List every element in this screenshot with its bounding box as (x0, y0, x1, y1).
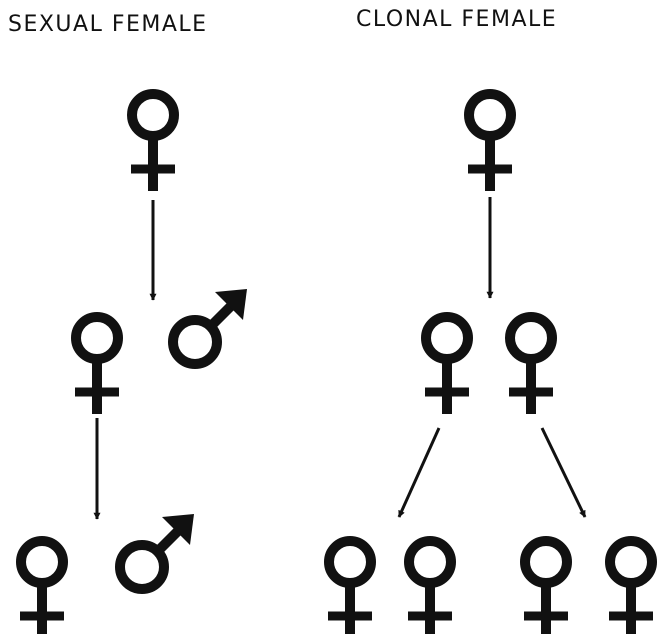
clonal-arrow-right (540, 427, 587, 518)
clonal-gen3-female-1-symbol (324, 536, 376, 634)
clonal-gen2-female-2-symbol (505, 312, 557, 414)
clonal-gen3-female-4-symbol (605, 536, 657, 634)
clonal-gen2-female-1-symbol (421, 312, 473, 414)
clonal-gen3-female-2-symbol (404, 536, 456, 634)
clonal-gen3-female-3-symbol (520, 536, 572, 634)
sexual-gen3-male-2-symbol (115, 514, 194, 594)
clonal-arrow-left (397, 427, 441, 518)
clonal-female-title: CLONAL FEMALE (356, 7, 558, 32)
sexual-gen1-female-1-symbol (127, 89, 179, 191)
sexual-gen3-female-1-symbol (16, 536, 68, 634)
clonal-gen1-female-1-symbol (464, 89, 516, 191)
sexual-gen2-male-2-symbol (168, 289, 247, 369)
sexual-female-title: SEXUAL FEMALE (8, 12, 208, 37)
sexual-gen2-female-1-symbol (71, 312, 123, 414)
